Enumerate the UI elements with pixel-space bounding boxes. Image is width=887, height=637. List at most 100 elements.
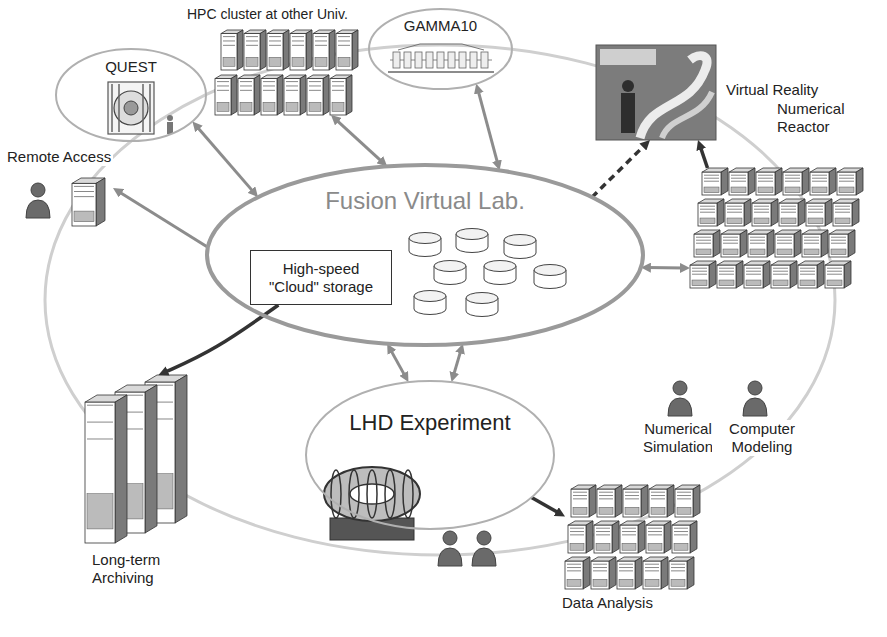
machine-coil	[437, 52, 444, 68]
tower-bay	[674, 528, 688, 529]
tower-front	[748, 234, 767, 257]
lab-ellipse: High-speed "Cloud" storageFusion Virtual…	[205, 163, 645, 347]
tower-panel	[773, 280, 788, 286]
tower-side	[848, 230, 855, 257]
tower-panel	[622, 543, 636, 550]
tower-side	[709, 261, 716, 288]
connector	[335, 119, 382, 162]
tower-bay	[671, 567, 685, 568]
tower-bay	[700, 212, 715, 213]
tower-front	[244, 34, 260, 70]
tower-bay	[593, 570, 607, 571]
lab-title: Fusion Virtual Lab.	[323, 187, 527, 216]
tower-bay	[315, 36, 327, 37]
tower-front	[649, 489, 667, 517]
tower-panel	[570, 543, 584, 550]
hpc-cluster-icon	[215, 30, 358, 115]
tower-panel	[593, 579, 607, 586]
tower-front	[752, 203, 771, 226]
cluster-label: HPC cluster at other Univ.	[185, 6, 350, 23]
tower-bay	[622, 534, 636, 535]
cluster-label: Data Analysis	[560, 594, 655, 612]
tower-bay	[700, 209, 715, 210]
experiment-name: LHD Experiment	[347, 410, 512, 436]
tower-side	[638, 521, 645, 553]
tower-front	[837, 172, 856, 195]
device-coil	[385, 470, 395, 518]
tower-bay	[731, 181, 746, 182]
tower-bay	[263, 81, 275, 82]
tower-panel	[835, 218, 850, 224]
tower-side	[763, 261, 770, 288]
connector	[453, 349, 461, 376]
person-head	[673, 381, 687, 395]
person-head	[443, 531, 457, 545]
tower-bay	[804, 240, 819, 241]
device-core	[124, 101, 138, 115]
tower-front	[675, 489, 693, 517]
tower-front	[744, 265, 763, 288]
photo-swirl	[662, 92, 712, 138]
tower-side	[586, 521, 593, 553]
tower-panel	[800, 280, 815, 286]
tower-bay	[87, 405, 113, 406]
device-coil	[142, 84, 144, 132]
tower-bay	[812, 178, 827, 179]
tower-side	[583, 557, 590, 589]
tower-bay	[593, 564, 607, 565]
connector-group	[118, 89, 707, 513]
tower-side	[96, 178, 105, 226]
tower-bay	[677, 498, 691, 499]
tower-panel	[750, 249, 765, 255]
facility-name: GAMMA10	[402, 17, 479, 35]
tower-bay	[619, 564, 633, 565]
gamma10-machine	[388, 44, 494, 72]
tower-panel	[827, 280, 842, 286]
tower-side	[775, 168, 782, 195]
tower-bay	[700, 206, 715, 207]
connector	[478, 89, 498, 164]
tower-front	[690, 265, 709, 288]
photo-sign	[600, 49, 656, 65]
tower-bay	[692, 271, 707, 272]
facility-name: QUEST	[103, 58, 159, 76]
disk-top	[534, 265, 566, 276]
tower-bay	[263, 85, 275, 86]
vr-label: Virtual Reality	[724, 81, 820, 99]
experiment-ellipse: LHD Experiment	[305, 380, 555, 530]
tower-bay	[827, 271, 842, 272]
tower-panel	[674, 543, 688, 550]
reactor-cluster-icon	[690, 168, 863, 288]
person-head	[477, 531, 491, 545]
tower-panel	[269, 57, 281, 66]
tower-side	[713, 230, 720, 257]
tower-front	[571, 489, 589, 517]
tower-bay	[831, 243, 846, 244]
tower-side	[748, 168, 755, 195]
machine-coil	[470, 52, 477, 68]
tower-side	[352, 30, 358, 70]
tower-bay	[246, 45, 258, 46]
remote-user	[26, 183, 50, 218]
archive-node: Long-term Archiving	[85, 375, 190, 545]
tower-front	[798, 265, 817, 288]
label-slot: Computer Modeling	[712, 420, 812, 456]
experiment-user	[438, 531, 462, 566]
tower-panel	[758, 187, 773, 193]
machine-roof	[398, 44, 484, 50]
disk-top	[456, 229, 488, 240]
tower-bay	[723, 240, 738, 241]
tower-side	[856, 168, 863, 195]
tower-front	[85, 402, 115, 543]
tower-panel	[746, 280, 761, 286]
tower-bay	[74, 191, 94, 192]
tower-panel	[648, 543, 662, 550]
tower-bay	[223, 40, 235, 41]
tower-bay	[754, 209, 769, 210]
tower-bay	[704, 181, 719, 182]
person-head	[748, 381, 762, 395]
tower-bay	[338, 36, 350, 37]
tower-front	[313, 34, 329, 70]
machine-coil	[448, 52, 455, 68]
tower-front	[810, 172, 829, 195]
